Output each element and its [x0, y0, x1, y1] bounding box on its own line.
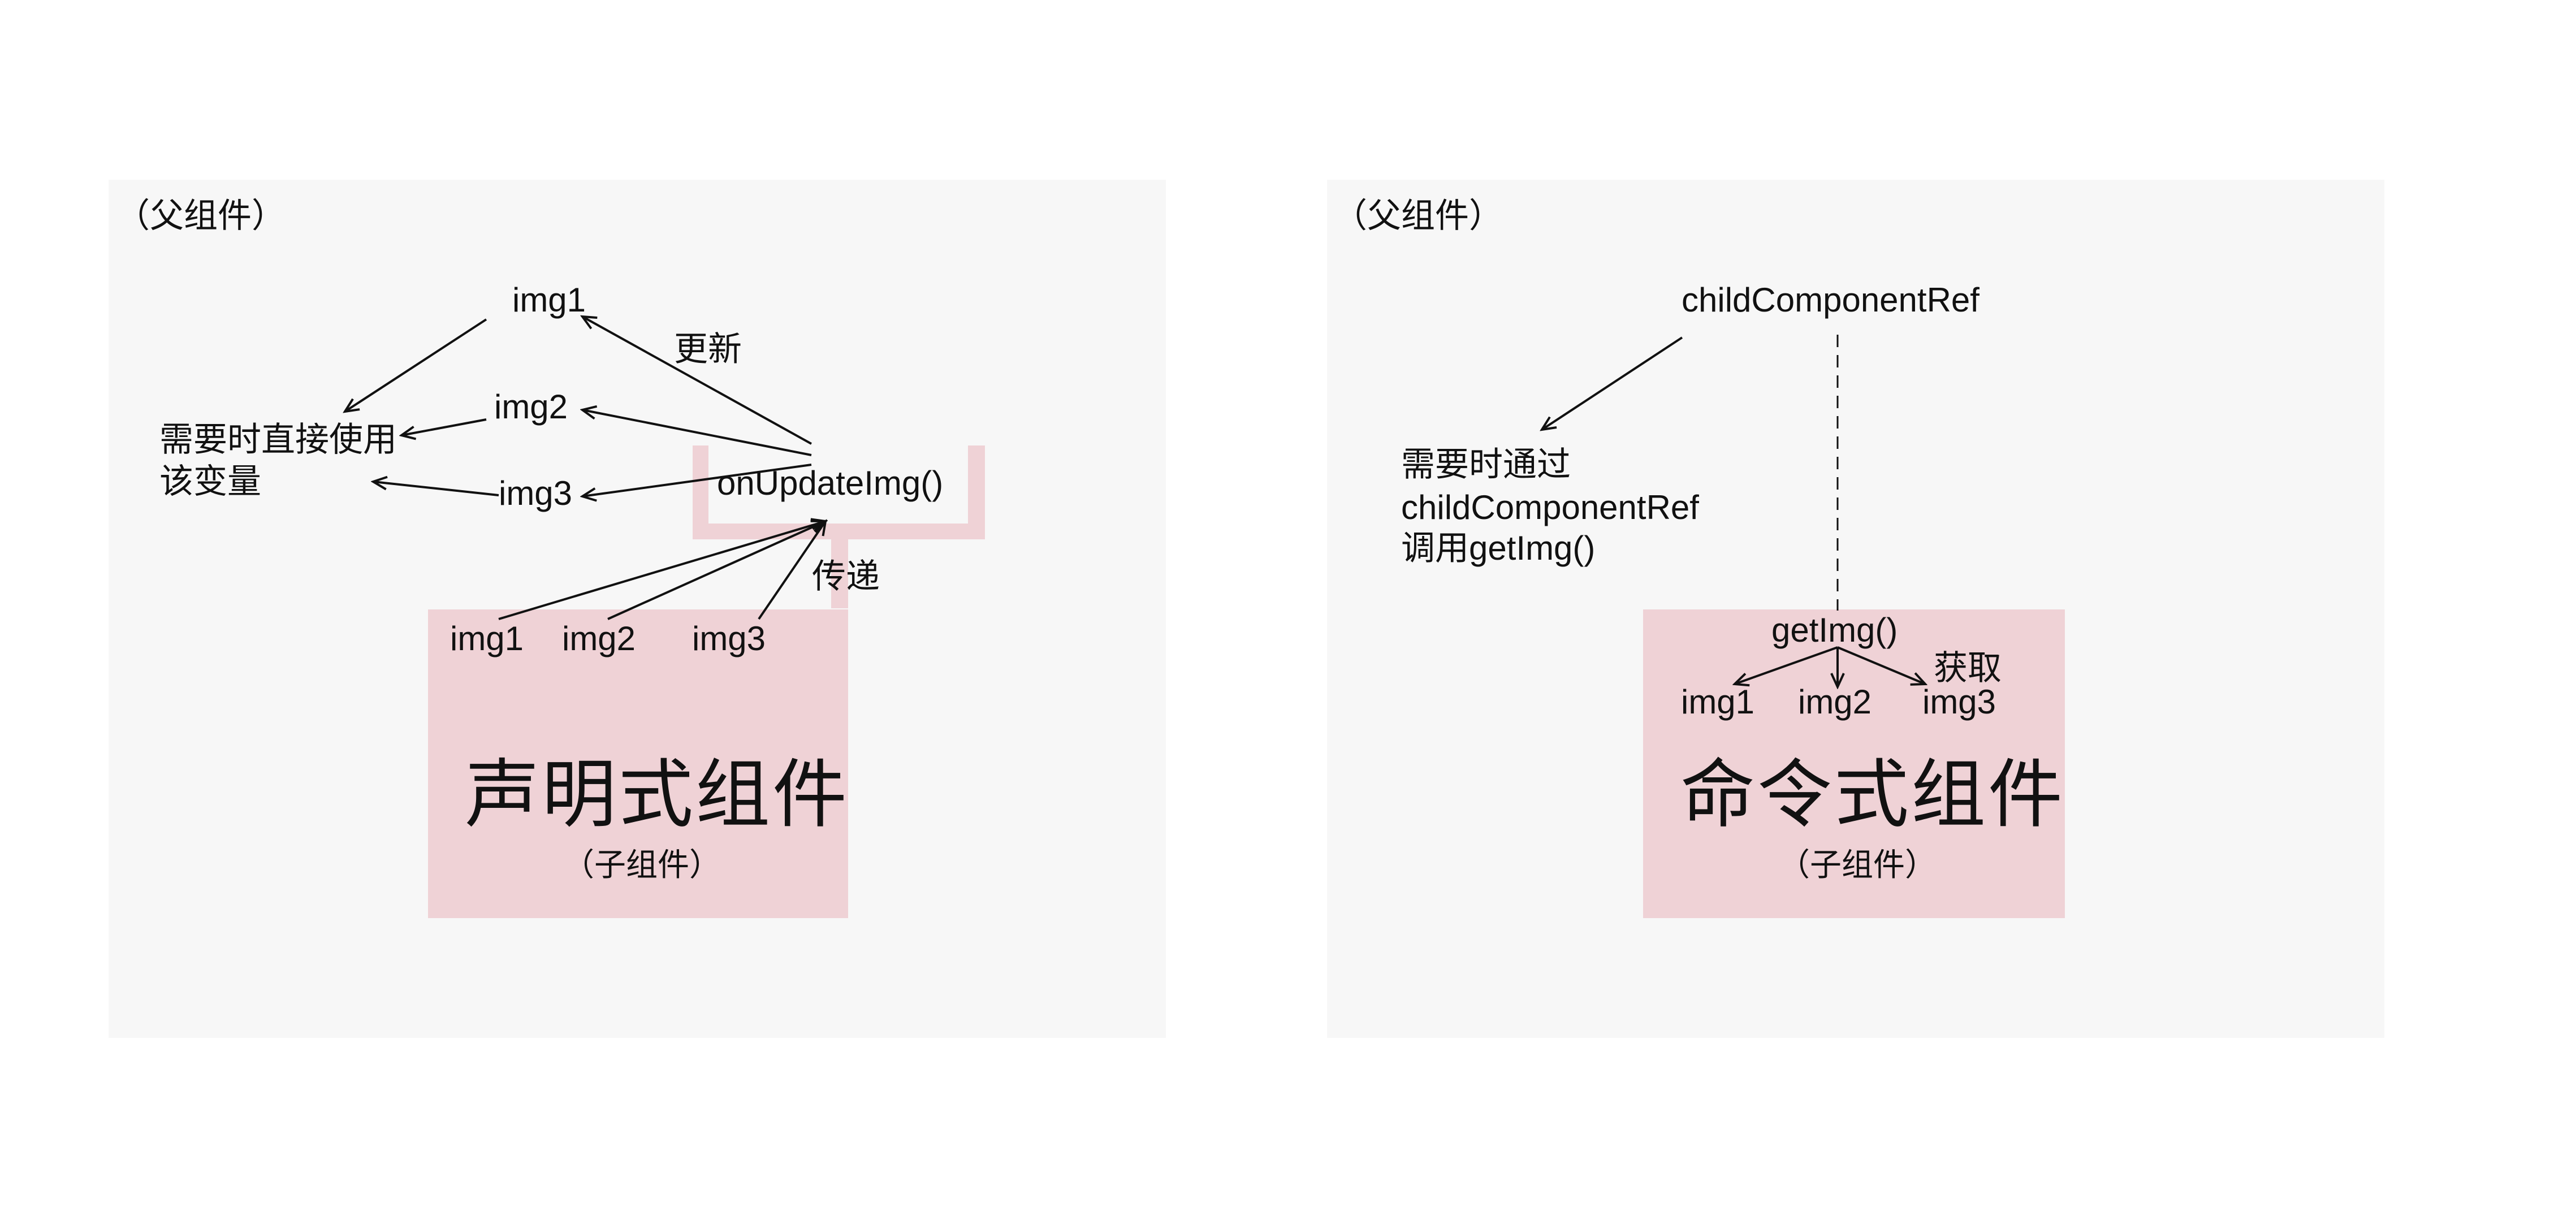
- arrow-callback-to-img3: [582, 464, 812, 496]
- arrow-child-img1-to-callback: [498, 521, 825, 620]
- declarative-child-box: [428, 609, 848, 918]
- ref-name: childComponentRef: [1682, 281, 1979, 319]
- update-label: 更新: [674, 330, 742, 368]
- arrow-method-to-img3: [1837, 646, 1925, 684]
- ref-note-line1: 需要时通过: [1401, 445, 1571, 483]
- arrow-ref-to-note: [1542, 336, 1683, 430]
- child-var-img3: img3: [692, 620, 766, 657]
- imp-child-var-img2: img2: [1798, 683, 1872, 721]
- var-img1: img1: [512, 281, 586, 319]
- imperative-title: 命令式组件: [1680, 753, 2065, 836]
- callback-stem: [831, 524, 848, 608]
- right-parent-label: （父组件）: [1333, 197, 1503, 235]
- var-img3: img3: [499, 474, 573, 512]
- imperative-subtitle: （子组件）: [1778, 847, 1937, 882]
- ref-note-line2: childComponentRef: [1401, 488, 1699, 526]
- use-note-line1: 需要时直接使用: [159, 421, 397, 458]
- callback-name: onUpdateImg(): [717, 464, 944, 502]
- imp-child-var-img3: img3: [1922, 683, 1996, 721]
- arrow-img3-to-note: [373, 482, 499, 496]
- use-note-line2: 该变量: [159, 462, 261, 500]
- imp-child-var-img1: img1: [1681, 683, 1755, 721]
- arrow-callback-to-img1: [582, 317, 812, 445]
- pass-label: 传递: [812, 557, 880, 595]
- declarative-title: 声明式组件: [465, 753, 849, 836]
- arrow-child-img2-to-callback: [607, 521, 825, 620]
- left-parent-label: （父组件）: [116, 197, 286, 235]
- arrow-callback-to-img2: [582, 410, 812, 456]
- imperative-child-box: [1643, 609, 2065, 918]
- arrow-img2-to-note: [401, 418, 487, 435]
- arrow-img1-to-note: [345, 318, 487, 412]
- arrow-child-img3-to-callback: [758, 521, 825, 620]
- get-label: 获取: [1934, 649, 2002, 687]
- ref-note-line3: 调用getImg(): [1401, 529, 1596, 567]
- var-img2: img2: [494, 388, 568, 426]
- child-var-img1: img1: [450, 620, 524, 657]
- arrow-method-to-img1: [1735, 646, 1838, 684]
- child-var-img2: img2: [562, 620, 636, 657]
- declarative-subtitle: （子组件）: [563, 847, 721, 882]
- method-name: getImg(): [1771, 611, 1898, 649]
